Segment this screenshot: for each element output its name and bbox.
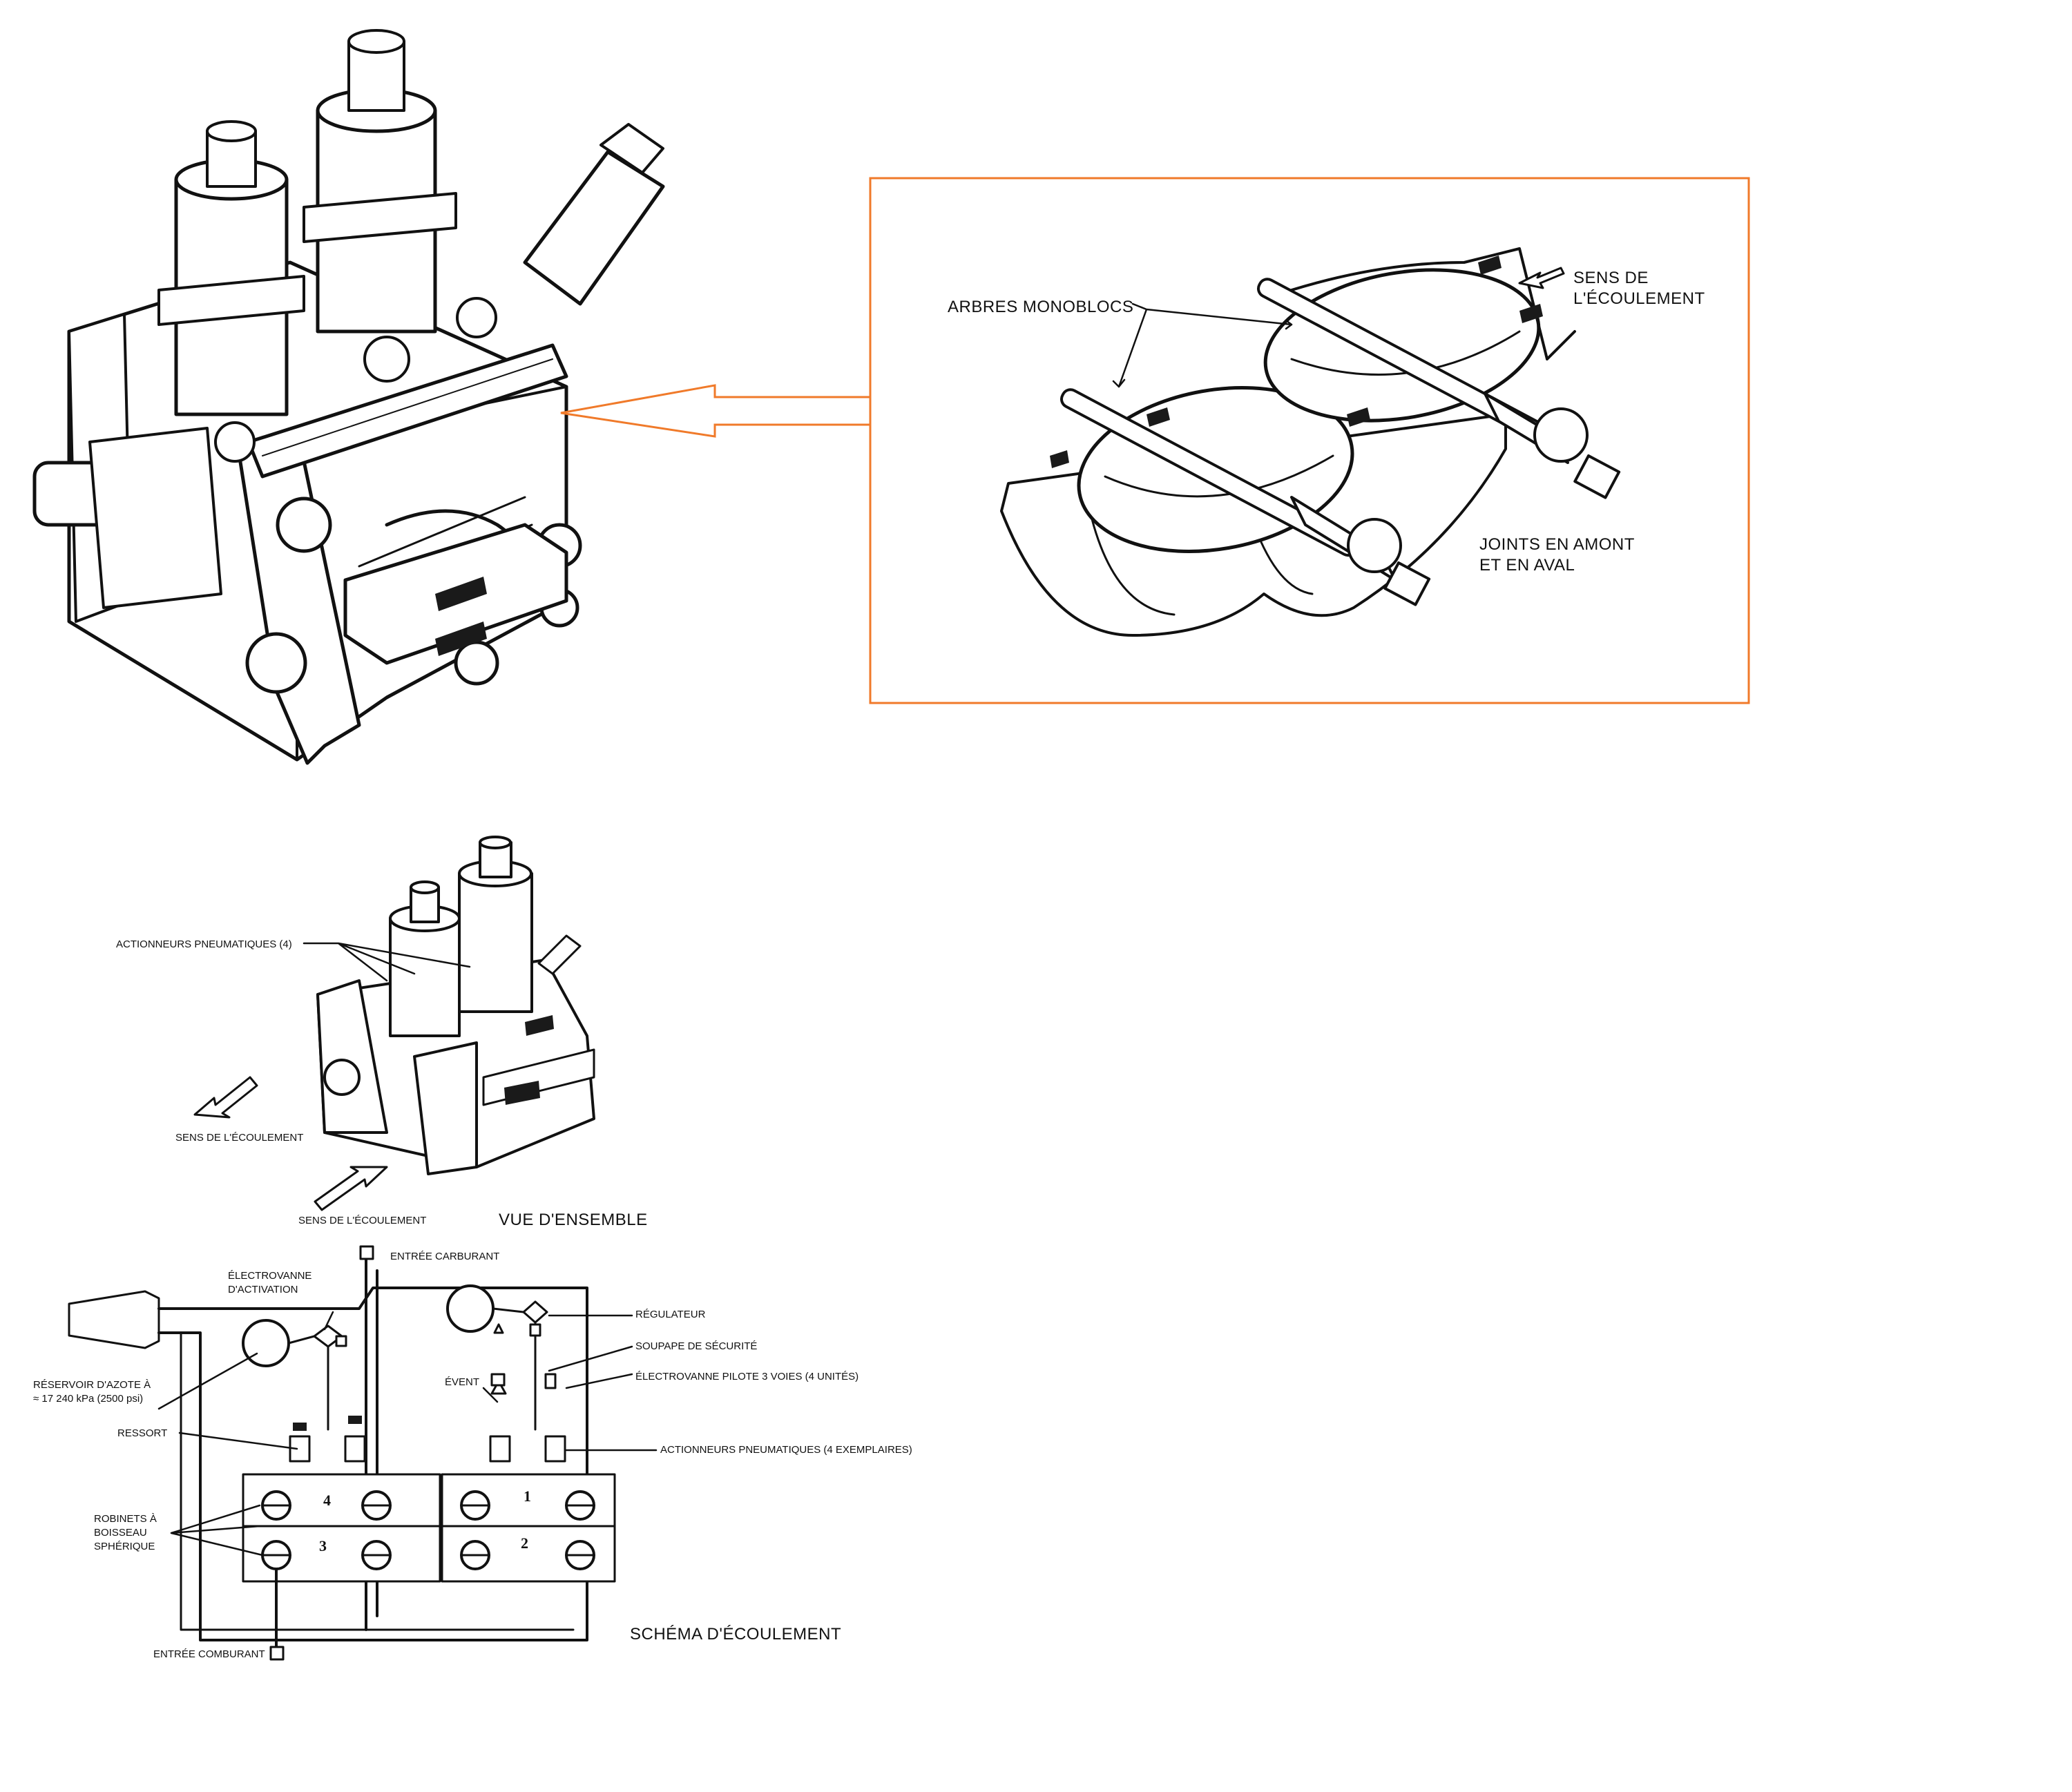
valve-number-4: 4 — [323, 1492, 331, 1509]
nitrogen-tank-symbol — [242, 1319, 290, 1367]
valve-number-3: 3 — [319, 1537, 327, 1554]
label-nitrogen-tank-line2: ≈ 17 240 kPa (2500 psi) — [33, 1393, 143, 1405]
label-pilot-valve: ÉLECTROVANNE PILOTE 3 VOIES (4 UNITÉS) — [635, 1371, 858, 1382]
overview-illustration — [303, 836, 595, 1175]
callout-arrow — [560, 384, 872, 438]
label-actuators-overview: ACTIONNEURS PNEUMATIQUES (4) — [116, 938, 292, 950]
flow-schematic — [68, 1245, 658, 1661]
label-activation-valve-line1: ÉLECTROVANNE — [228, 1270, 311, 1282]
label-flow-line1: SENS DE — [1573, 269, 1649, 287]
label-regulator: RÉGULATEUR — [635, 1309, 706, 1320]
label-actuators-schematic: ACTIONNEURS PNEUMATIQUES (4 EXEMPLAIRES) — [660, 1444, 912, 1456]
label-ball-valves-line3: SPHÉRIQUE — [94, 1541, 155, 1552]
label-nitrogen-tank-line1: RÉSERVOIR D'AZOTE À — [33, 1379, 151, 1391]
label-oxidizer-inlet: ENTRÉE COMBURANT — [153, 1648, 265, 1660]
label-ball-valves-line2: BOISSEAU — [94, 1527, 147, 1539]
overview-title: VUE D'ENSEMBLE — [499, 1211, 648, 1229]
ball-valve-cutaway-illustration — [1000, 247, 1621, 637]
detail-callout — [560, 177, 1750, 704]
main-valve-assembly-illustration — [32, 29, 665, 765]
flow-arrow-overview-b — [314, 1166, 388, 1211]
flow-arrow-overview-a — [193, 1076, 258, 1119]
valve-number-2: 2 — [521, 1534, 528, 1552]
valve-number-1: 1 — [524, 1487, 531, 1505]
label-ball-valves-line1: ROBINETS À — [94, 1513, 157, 1525]
label-flow-line2: L'ÉCOULEMENT — [1573, 289, 1705, 308]
flow-arrow-detail — [1518, 267, 1565, 289]
label-seals-line2: ET EN AVAL — [1479, 556, 1575, 575]
label-vent: ÉVENT — [445, 1376, 479, 1388]
callout-frame — [869, 177, 1750, 704]
label-flow-overview-a: SENS DE L'ÉCOULEMENT — [175, 1132, 303, 1144]
label-relief-valve: SOUPAPE DE SÉCURITÉ — [635, 1340, 757, 1352]
label-shafts: ARBRES MONOBLOCS — [948, 298, 1133, 316]
label-spring: RESSORT — [117, 1427, 167, 1439]
label-flow-overview-b: SENS DE L'ÉCOULEMENT — [298, 1215, 426, 1226]
label-fuel-inlet: ENTRÉE CARBURANT — [390, 1251, 499, 1262]
label-seals-line1: JOINTS EN AMONT — [1479, 535, 1635, 554]
label-activation-valve-line2: D'ACTIVATION — [228, 1284, 298, 1295]
schematic-title: SCHÉMA D'ÉCOULEMENT — [630, 1625, 841, 1644]
